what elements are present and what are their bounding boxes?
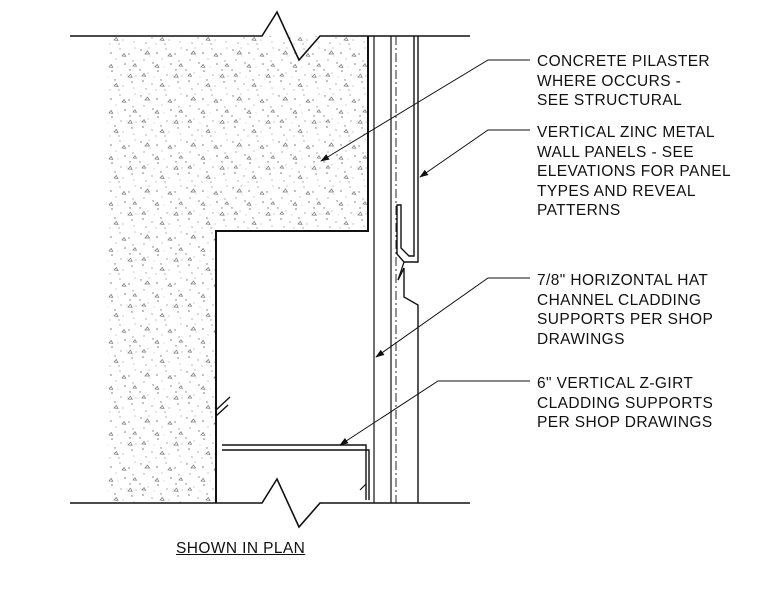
- note-line: WHERE OCCURS -: [537, 72, 682, 90]
- note-line: DRAWINGS: [537, 330, 625, 348]
- leader-hat-channel: [375, 277, 530, 358]
- zinc-panel-lower: [397, 267, 419, 503]
- concrete-outline: [215, 36, 369, 503]
- note-concrete-pilaster: CONCRETE PILASTER WHERE OCCURS - SEE STR…: [537, 52, 710, 111]
- concrete-pilaster: [108, 36, 368, 503]
- note-line: CHANNEL CLADDING: [537, 291, 702, 309]
- drawing-caption: SHOWN IN PLAN: [176, 540, 306, 557]
- note-line: 6" VERTICAL Z-GIRT: [537, 375, 694, 392]
- bottom-break-line: [70, 477, 470, 529]
- note-line: TYPES AND REVEAL: [537, 182, 696, 200]
- note-line: SEE STRUCTURAL: [537, 92, 683, 109]
- note-line: PATTERNS: [537, 202, 621, 219]
- note-line: 7/8" HORIZONTAL HAT: [537, 272, 709, 289]
- note-line: WALL PANELS - SEE: [537, 143, 694, 161]
- note-line: VERTICAL ZINC METAL: [537, 124, 715, 141]
- note-line: CONCRETE PILASTER: [537, 53, 711, 70]
- leader-zinc-panel: [419, 129, 530, 178]
- note-line: ELEVATIONS FOR PANEL: [537, 163, 732, 180]
- panel-reveal-return: [397, 261, 405, 281]
- leader-concrete: [320, 59, 530, 162]
- note-line: CLADDING SUPPORTS: [537, 394, 714, 412]
- note-zinc-wall-panels: VERTICAL ZINC METAL WALL PANELS - SEE EL…: [537, 123, 731, 221]
- leader-z-girt: [339, 380, 530, 446]
- note-hat-channel: 7/8" HORIZONTAL HAT CHANNEL CLADDING SUP…: [537, 271, 713, 349]
- zinc-panel-upper: [396, 36, 419, 263]
- top-break-line: [70, 10, 470, 62]
- z-girt: [215, 396, 370, 500]
- note-line: SUPPORTS PER SHOP: [537, 311, 714, 328]
- z-girt-flange: [215, 445, 367, 491]
- note-z-girt: 6" VERTICAL Z-GIRT CLADDING SUPPORTS PER…: [537, 374, 713, 433]
- note-line: PER SHOP DRAWINGS: [537, 414, 713, 431]
